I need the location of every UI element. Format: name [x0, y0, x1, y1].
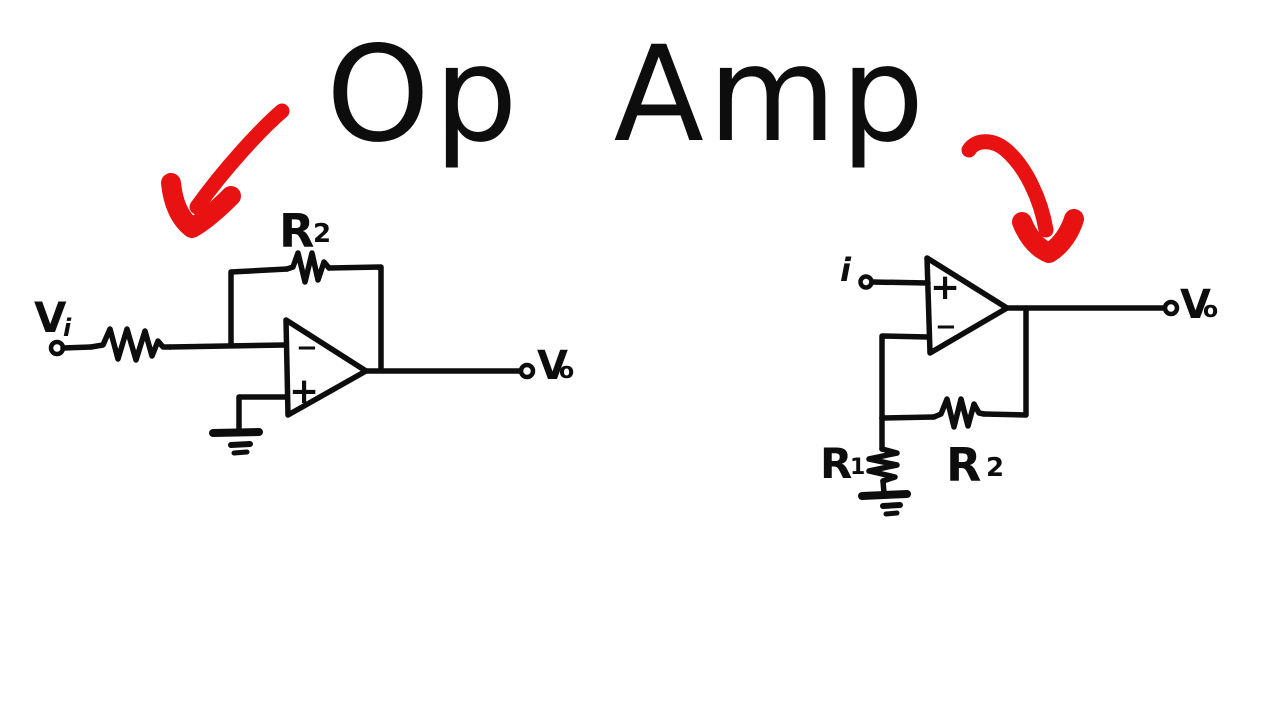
feedback-resistor-label: R: [946, 438, 981, 492]
ground-dash: [880, 502, 903, 509]
annotation-arrow-right: [961, 134, 1084, 263]
inverting-input-wire: [879, 333, 931, 421]
arrow-head: [161, 173, 241, 238]
ground-dash: [883, 510, 900, 517]
feedback-resistor: [931, 396, 987, 430]
page-title: Op Amp: [326, 18, 928, 172]
input-current-label: i: [840, 251, 852, 289]
noninverting-input-wire: [236, 394, 289, 434]
ground-dash: [231, 449, 250, 456]
feedback-wire-right: [326, 264, 384, 373]
feedback-resistor-label: R: [279, 204, 314, 258]
output-terminal: [1162, 299, 1180, 317]
ground-symbol: [858, 490, 911, 517]
arrow-head: [1012, 209, 1084, 263]
inverting-input-wire: [167, 342, 288, 350]
inverting-amplifier-circuit: V i R 2 − + V o: [34, 204, 574, 456]
output-terminal: [518, 362, 536, 380]
input-wire: [60, 344, 94, 351]
output-voltage-label-sub: o: [559, 359, 574, 384]
ground-symbol: [209, 428, 263, 456]
noninverting-amplifier-circuit: i + − R 2 R 1 V o: [820, 251, 1218, 517]
opamp-plus-sign: +: [930, 267, 960, 308]
opamp-plus-sign: +: [289, 371, 319, 412]
ground-bar: [858, 490, 911, 500]
feedback-resistor-label-sub: 2: [986, 453, 1004, 483]
ground-dash: [228, 441, 253, 448]
arrow-shaft: [189, 103, 290, 215]
arrow-shaft: [961, 134, 1054, 238]
annotation-arrow-left: [161, 103, 290, 238]
output-voltage-label: V: [1180, 282, 1211, 328]
feedback-wire-right: [981, 305, 1029, 418]
feedback-resistor: [284, 250, 332, 285]
output-voltage-label: V: [537, 343, 568, 389]
ground-resistor-label: R: [820, 439, 852, 488]
input-resistor: [88, 326, 173, 363]
noninverting-input-wire: [869, 279, 931, 286]
opamp-minus-sign: −: [296, 333, 318, 363]
opamp-minus-sign: −: [935, 312, 957, 342]
ground-resistor-label-sub: 1: [850, 455, 865, 480]
output-voltage-label-sub: o: [1203, 298, 1218, 323]
ground-resistor: [866, 446, 900, 484]
input-voltage-label-sub: i: [63, 314, 72, 342]
ground-bar: [209, 428, 263, 437]
feedback-wire-left: [228, 266, 290, 348]
opamp-triangle: [283, 317, 369, 418]
input-voltage-label: V: [34, 293, 67, 342]
feedback-resistor-label-sub: 2: [313, 219, 331, 249]
opamp-triangle: [924, 255, 1010, 356]
ground-wire: [880, 478, 887, 496]
feedback-wire-left: [879, 414, 937, 421]
